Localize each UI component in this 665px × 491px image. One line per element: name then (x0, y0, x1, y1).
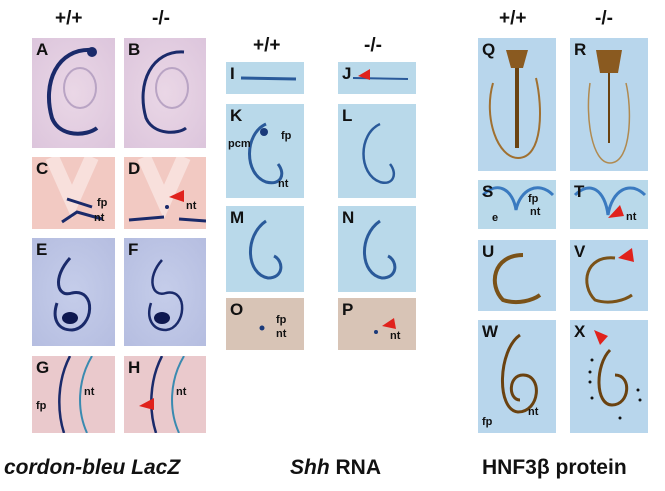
panel-e: E (32, 238, 115, 346)
annotation-nt: nt (276, 328, 287, 340)
panel-r: R (570, 38, 648, 171)
panel-p: P nt (338, 298, 416, 350)
panel-q: Q (478, 38, 556, 171)
panel-label: K (230, 106, 243, 125)
panel-a: A (32, 38, 115, 148)
panel-label: W (482, 322, 499, 341)
annotation-nt: nt (94, 212, 105, 224)
panel-h: H nt (124, 356, 206, 433)
panel-j: J (338, 62, 416, 94)
panel-label: H (128, 358, 141, 377)
caption-hnf3b: HNF3β protein (482, 456, 627, 479)
annotation-nt: nt (84, 386, 95, 398)
caption-shh-rest: RNA (329, 456, 382, 479)
panel-f: F (124, 238, 206, 346)
panel-d: D nt (124, 157, 206, 229)
panel-label: J (342, 64, 352, 83)
panel-label: B (128, 40, 141, 59)
panel-k: K fp pcm nt (226, 104, 304, 198)
panel-g: G fp nt (32, 356, 115, 433)
header-wt-hnf: +/+ (499, 8, 527, 29)
panel-label: V (574, 242, 586, 261)
caption-shh-gene: Shh (290, 456, 330, 479)
annotation-nt: nt (186, 200, 197, 212)
panel-label: U (482, 242, 495, 261)
annotation-pcm: pcm (228, 138, 251, 150)
panel-label: C (36, 159, 49, 178)
annotation-fp: fp (276, 314, 287, 326)
annotation-e: e (492, 212, 499, 224)
header-mut-lacz: -/- (152, 8, 170, 29)
panel-o: O fp nt (226, 298, 304, 350)
annotation-nt: nt (278, 178, 289, 190)
panel-w: W fp nt (478, 320, 556, 433)
panel-label: Q (482, 40, 496, 59)
panel-label: O (230, 300, 244, 319)
annotation-nt: nt (528, 406, 539, 418)
panel-label: G (36, 358, 50, 377)
panel-label: P (342, 300, 354, 319)
annotation-nt: nt (176, 386, 187, 398)
panel-label: T (574, 182, 585, 201)
panel-n: N (338, 206, 416, 292)
panel-l: L (338, 104, 416, 198)
panel-m: M (226, 206, 304, 292)
header-wt-shh: +/+ (253, 35, 281, 56)
panel-i: I (226, 62, 304, 94)
panel-label: F (128, 240, 139, 259)
panel-u: U (478, 240, 556, 311)
panel-v: V (570, 240, 648, 311)
annotation-nt: nt (390, 330, 401, 342)
panel-label: N (342, 208, 355, 227)
panel-label: A (36, 40, 49, 59)
annotation-fp: fp (528, 193, 539, 205)
panel-label: R (574, 40, 587, 59)
annotation-fp: fp (36, 400, 47, 412)
annotation-fp: fp (482, 416, 493, 428)
header-mut-hnf: -/- (595, 8, 613, 29)
panel-label: X (574, 322, 586, 341)
panel-x: X (570, 320, 648, 433)
annotation-fp: fp (281, 130, 292, 142)
panel-label: E (36, 240, 48, 259)
panel-t: T nt (570, 180, 648, 229)
annotation-nt: nt (626, 211, 637, 223)
panel-c: C fp nt (32, 157, 115, 229)
panel-label: I (230, 64, 235, 83)
annotation-nt: nt (530, 206, 541, 218)
panel-label: L (342, 106, 353, 125)
caption-lacz: cordon-bleu LacZ (4, 456, 180, 480)
caption-shh: Shh RNA (290, 456, 381, 480)
panel-s: S fp nt e (478, 180, 556, 229)
header-mut-shh: -/- (364, 35, 382, 56)
caption-lacz-text: cordon-bleu LacZ (4, 456, 181, 479)
annotation-fp: fp (97, 197, 108, 209)
panel-label: D (128, 159, 141, 178)
panel-label: M (230, 208, 245, 227)
panel-b: B (124, 38, 206, 148)
panel-label: S (482, 182, 494, 201)
header-wt-lacz: +/+ (55, 8, 83, 29)
